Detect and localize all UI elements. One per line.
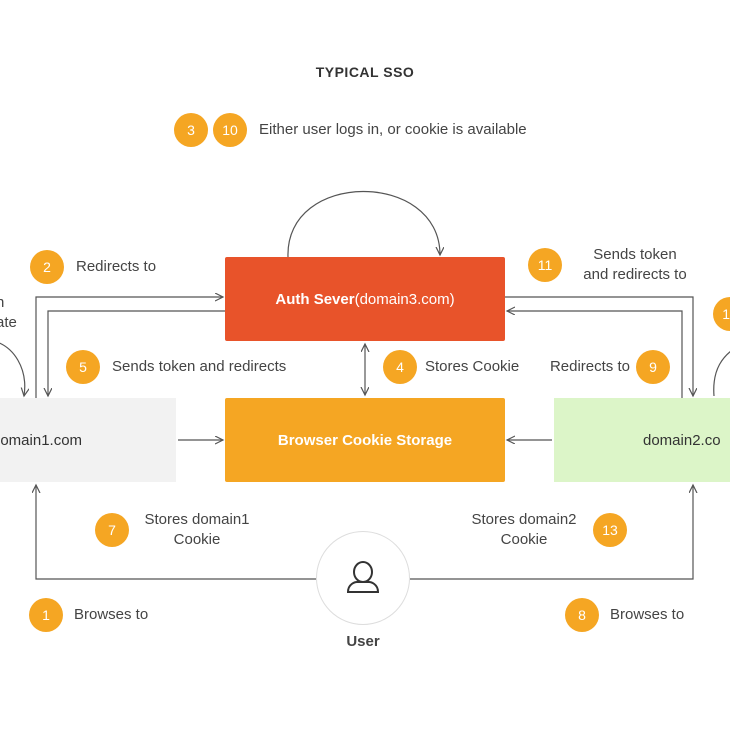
domain1-node: domain1.com	[0, 398, 176, 482]
step-13-label-line2: Cookie	[500, 531, 548, 548]
auth-server-domain: (domain3.com)	[354, 290, 455, 308]
clipped-left-label-line2: ate	[0, 314, 17, 331]
legend-text: Either user logs in, or cookie is availa…	[259, 121, 527, 138]
user-node	[316, 531, 410, 625]
step-11-label-line1: Sends token	[593, 246, 677, 263]
step-2-label: Redirects to	[76, 258, 157, 275]
domain1-self-loop	[0, 342, 25, 396]
step-badge-4: 4	[383, 350, 417, 384]
step-badge-13: 13	[593, 513, 627, 547]
auth-server-name: Auth Sever	[275, 290, 355, 308]
auth-to-domain2-arrow	[505, 296, 693, 396]
cookie-storage-node: Browser Cookie Storage	[225, 398, 505, 482]
step-9-label: Redirects to	[549, 358, 630, 375]
clipped-left-label-line1: n	[0, 294, 5, 311]
user-label: User	[346, 633, 380, 650]
step-badge-7: 7	[95, 513, 129, 547]
legend-badge-10: 10	[213, 113, 247, 147]
auth-server-node: Auth Sever (domain3.com)	[225, 257, 505, 341]
step-4-label: Stores Cookie	[425, 358, 520, 375]
legend-badge-3: 3	[174, 113, 208, 147]
step-badge-5: 5	[66, 350, 100, 384]
domain2-self-loop	[713, 351, 730, 397]
step-badge-9: 9	[636, 350, 670, 384]
step-7-label-line1: Stores domain1	[144, 511, 250, 528]
step-badge-8: 8	[565, 598, 599, 632]
step-badge-1: 1	[29, 598, 63, 632]
user-to-domain2-arrow	[410, 485, 693, 580]
domain2-to-auth-arrow	[507, 311, 683, 398]
domain1-to-auth-arrow	[35, 297, 223, 398]
diagram-title: TYPICAL SSO	[315, 64, 415, 80]
step-13-label-line1: Stores domain2	[471, 511, 577, 528]
step-1-label: Browses to	[74, 606, 149, 623]
step-badge-2: 2	[30, 250, 64, 284]
user-icon	[346, 561, 380, 593]
step-5-label: Sends token and redirects	[112, 358, 287, 375]
domain2-node: domain2.co	[554, 398, 730, 482]
auth-self-loop	[287, 191, 440, 258]
auth-to-domain1-arrow	[48, 310, 225, 396]
step-7-label-line2: Cookie	[173, 531, 221, 548]
step-badge-12: 12	[713, 297, 730, 331]
user-to-domain1-arrow	[36, 485, 316, 580]
step-11-label-line2: and redirects to	[583, 266, 687, 283]
step-8-label: Browses to	[610, 606, 685, 623]
step-badge-11: 11	[528, 248, 562, 282]
